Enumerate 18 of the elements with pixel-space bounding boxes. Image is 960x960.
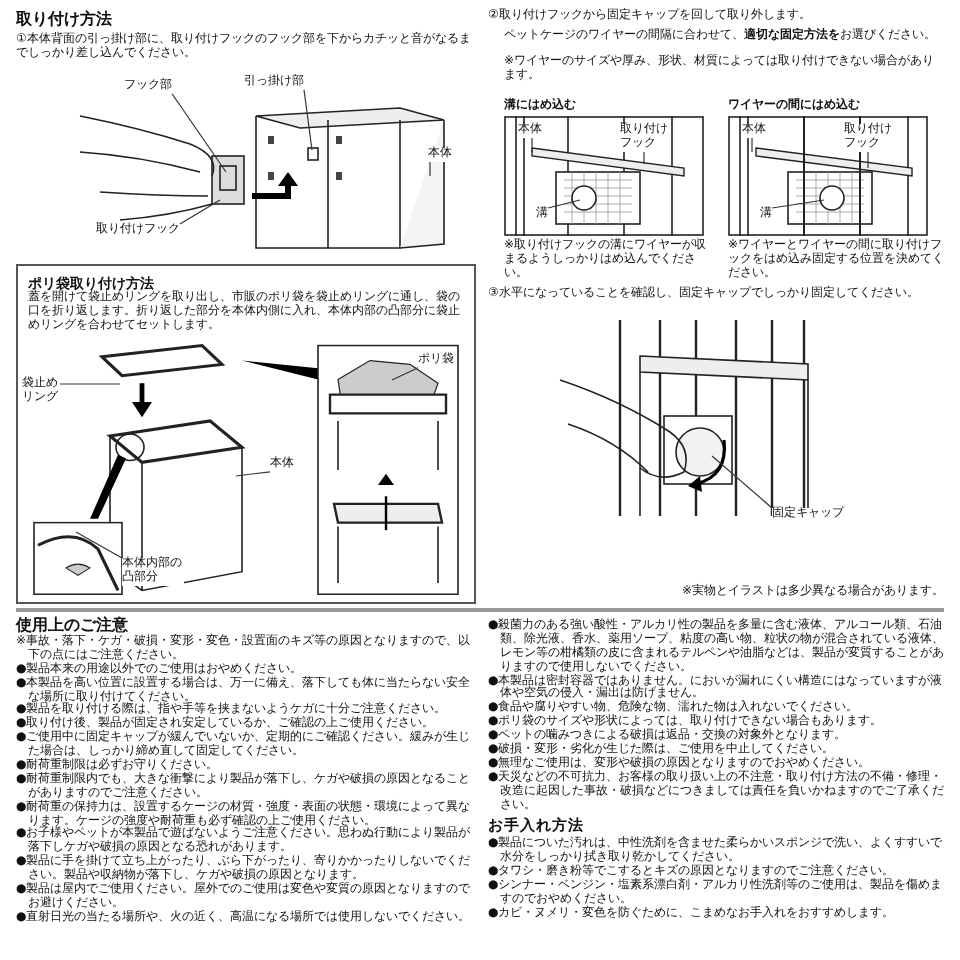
leader-line — [171, 93, 227, 173]
leader-line — [429, 161, 431, 177]
leader-line — [235, 471, 271, 477]
section-heading: 使用上のご注意 — [16, 614, 128, 634]
leader-line — [643, 150, 645, 165]
leader-line — [711, 455, 773, 509]
leader-line — [59, 383, 121, 385]
leader-line — [531, 137, 533, 153]
leader-line — [771, 199, 825, 209]
leader-line — [179, 199, 221, 225]
leader-line — [751, 137, 753, 153]
leader-line — [303, 89, 313, 151]
leader-line — [547, 199, 581, 209]
section-heading: 取り付け方法 — [16, 8, 112, 30]
leader-line — [75, 531, 123, 559]
leader-line — [391, 367, 419, 381]
instruction-panel — [16, 264, 476, 604]
leader-line — [867, 150, 869, 169]
